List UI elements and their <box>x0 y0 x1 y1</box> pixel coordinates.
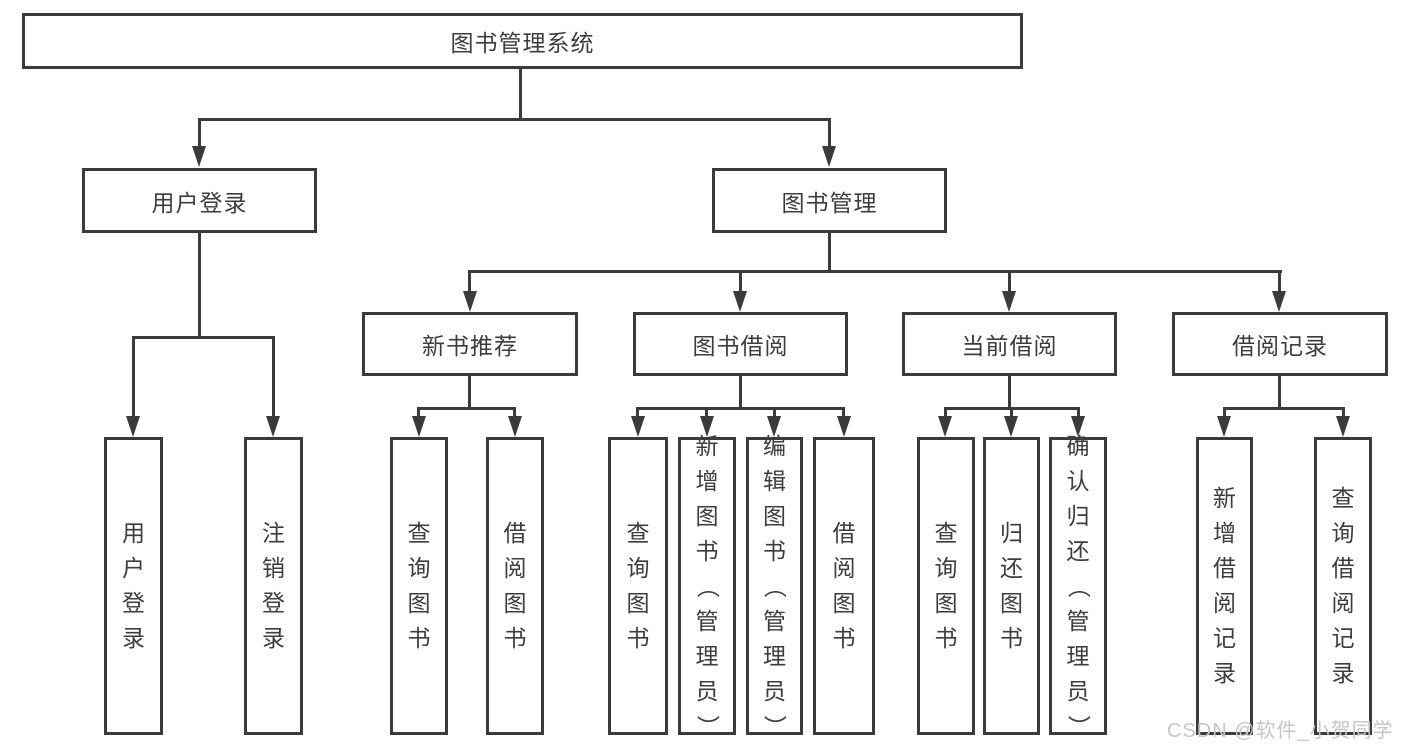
node-leaf-label: 借阅图书 <box>503 520 527 651</box>
connector-line <box>1278 270 1281 291</box>
node-current-borrow: 当前借阅 <box>902 312 1117 376</box>
arrowhead-down-icon <box>126 416 140 437</box>
connector-line <box>944 407 947 416</box>
connector-line <box>1008 270 1011 291</box>
node-leaf-label: 编辑图书（管理员） <box>762 432 788 738</box>
arrowhead-down-icon <box>1217 416 1231 437</box>
connector-line <box>1077 407 1080 416</box>
node-leaf-label: 查询图书 <box>626 520 650 651</box>
node-current-borrow-label: 当前借阅 <box>961 333 1058 359</box>
connector-line <box>1223 407 1226 416</box>
node-leaf-label: 查询借阅记录 <box>1331 485 1355 686</box>
arrowhead-down-icon <box>700 416 714 437</box>
arrowhead-down-icon <box>508 416 522 437</box>
node-book-borrow-label: 图书借阅 <box>692 333 789 359</box>
arrowhead-down-icon <box>631 416 645 437</box>
connector-line <box>519 69 522 119</box>
connector-line <box>132 336 275 339</box>
watermark: CSDN @软件_小贺同学 <box>1167 720 1394 742</box>
node-leaf-label: 确认归还（管理员） <box>1065 432 1092 738</box>
node-leaf-user-login: 用户登录 <box>104 437 163 735</box>
node-root: 图书管理系统 <box>22 13 1023 69</box>
node-leaf-label: 查询图书 <box>934 520 958 651</box>
arrowhead-down-icon <box>767 416 781 437</box>
connector-line <box>1223 407 1345 410</box>
connector-line <box>828 233 831 271</box>
node-leaf-borrow-books: 借阅图书 <box>813 437 875 735</box>
connector-line <box>1010 407 1013 416</box>
node-leaf-return-books: 归还图书 <box>983 437 1040 735</box>
connector-line <box>1278 376 1281 407</box>
connector-line <box>828 118 831 146</box>
connector-line <box>705 407 708 416</box>
node-leaf-query-books-borrow: 查询图书 <box>608 437 668 735</box>
node-book-borrow: 图书借阅 <box>633 312 848 376</box>
connector-line <box>739 376 742 407</box>
node-leaf-add-books-admin: 新增图书（管理员） <box>678 432 736 738</box>
arrowhead-down-icon <box>837 416 851 437</box>
connector-line <box>773 407 776 416</box>
arrowhead-down-icon <box>1004 416 1018 437</box>
connector-line <box>739 270 742 291</box>
node-leaf-label: 新增借阅记录 <box>1213 485 1236 686</box>
node-leaf-borrow-books-recommend: 借阅图书 <box>486 437 544 735</box>
node-new-book-recommend-label: 新书推荐 <box>422 333 518 359</box>
arrowhead-down-icon <box>1336 416 1350 437</box>
node-leaf-label: 用户登录 <box>122 520 145 651</box>
arrowhead-down-icon <box>1071 416 1085 437</box>
node-new-book-recommend: 新书推荐 <box>362 312 578 376</box>
node-leaf-label: 归还图书 <box>1000 520 1023 651</box>
connector-line <box>198 118 201 146</box>
node-leaf-query-borrow-record: 查询借阅记录 <box>1314 437 1372 735</box>
connector-line <box>132 336 135 416</box>
node-leaf-label: 注销登录 <box>262 520 285 651</box>
arrowhead-down-icon <box>1272 291 1286 312</box>
connector-line <box>636 407 845 410</box>
node-leaf-edit-books-admin: 编辑图书（管理员） <box>746 432 803 738</box>
node-book-management: 图书管理 <box>712 168 947 233</box>
node-root-label: 图书管理系统 <box>450 30 595 56</box>
arrowhead-down-icon <box>1002 291 1016 312</box>
node-leaf-label: 借阅图书 <box>832 520 856 651</box>
node-user-login-label: 用户登录 <box>151 189 248 216</box>
connector-line <box>468 270 1282 273</box>
node-leaf-query-books-recommend: 查询图书 <box>390 437 448 735</box>
connector-line <box>417 407 516 410</box>
node-book-management-label: 图书管理 <box>781 189 878 216</box>
arrowhead-down-icon <box>412 416 426 437</box>
arrowhead-down-icon <box>266 416 280 437</box>
node-borrow-records: 借阅记录 <box>1172 312 1388 376</box>
connector-line <box>468 270 471 291</box>
node-borrow-records-label: 借阅记录 <box>1232 333 1328 359</box>
connector-line <box>513 407 516 416</box>
connector-line <box>417 407 420 416</box>
arrowhead-down-icon <box>192 146 206 167</box>
node-leaf-label: 查询图书 <box>407 520 431 651</box>
arrowhead-down-icon <box>938 416 952 437</box>
connector-line <box>1008 376 1011 407</box>
node-leaf-logout: 注销登录 <box>244 437 303 735</box>
node-leaf-add-borrow-record: 新增借阅记录 <box>1196 437 1253 735</box>
connector-line <box>272 336 275 416</box>
arrowhead-down-icon <box>822 146 836 167</box>
node-user-login: 用户登录 <box>82 168 317 233</box>
arrowhead-down-icon <box>733 291 747 312</box>
node-leaf-query-books-current: 查询图书 <box>917 437 975 735</box>
connector-line <box>636 407 639 416</box>
connector-line <box>842 407 845 416</box>
connector-line <box>1342 407 1345 416</box>
arrowhead-down-icon <box>463 291 477 312</box>
node-leaf-confirm-return-admin: 确认归还（管理员） <box>1049 432 1107 738</box>
connector-line <box>198 118 831 121</box>
connector-line <box>198 233 201 336</box>
node-leaf-label: 新增图书（管理员） <box>694 432 721 738</box>
connector-line <box>468 376 471 407</box>
